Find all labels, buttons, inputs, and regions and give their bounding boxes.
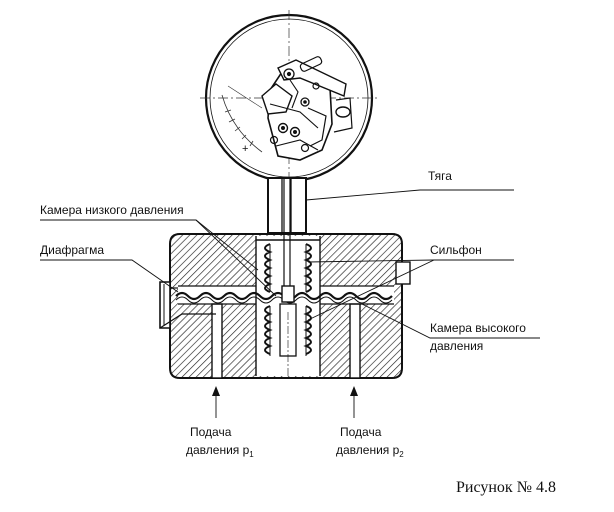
leader-lines xyxy=(40,189,540,418)
feed-left-label-line1: Подача xyxy=(190,425,232,439)
feed-left-label-line2: давления p1 xyxy=(186,443,254,459)
svg-text:+: + xyxy=(242,143,248,155)
high-pressure-chamber-label-line2: давления xyxy=(430,339,483,353)
bellows xyxy=(256,178,320,376)
arrow-up-icon xyxy=(350,386,358,396)
arrow-up-icon xyxy=(212,386,220,396)
diaphragm-label: Диафрагма xyxy=(40,243,104,257)
rod-label: Тяга xyxy=(428,169,452,183)
gauge-mechanism xyxy=(261,56,353,161)
bellows-label: Сильфон xyxy=(430,243,482,257)
feed-right-label-line2: давления p2 xyxy=(336,443,404,459)
feed-right-label-line1: Подача xyxy=(340,425,382,439)
high-pressure-chamber-label-line1: Камера высокого xyxy=(430,321,526,335)
figure-caption: Рисунок № 4.8 xyxy=(456,479,556,496)
low-pressure-chamber-label: Камера низкого давления xyxy=(40,203,184,217)
connecting-tube xyxy=(267,177,307,234)
